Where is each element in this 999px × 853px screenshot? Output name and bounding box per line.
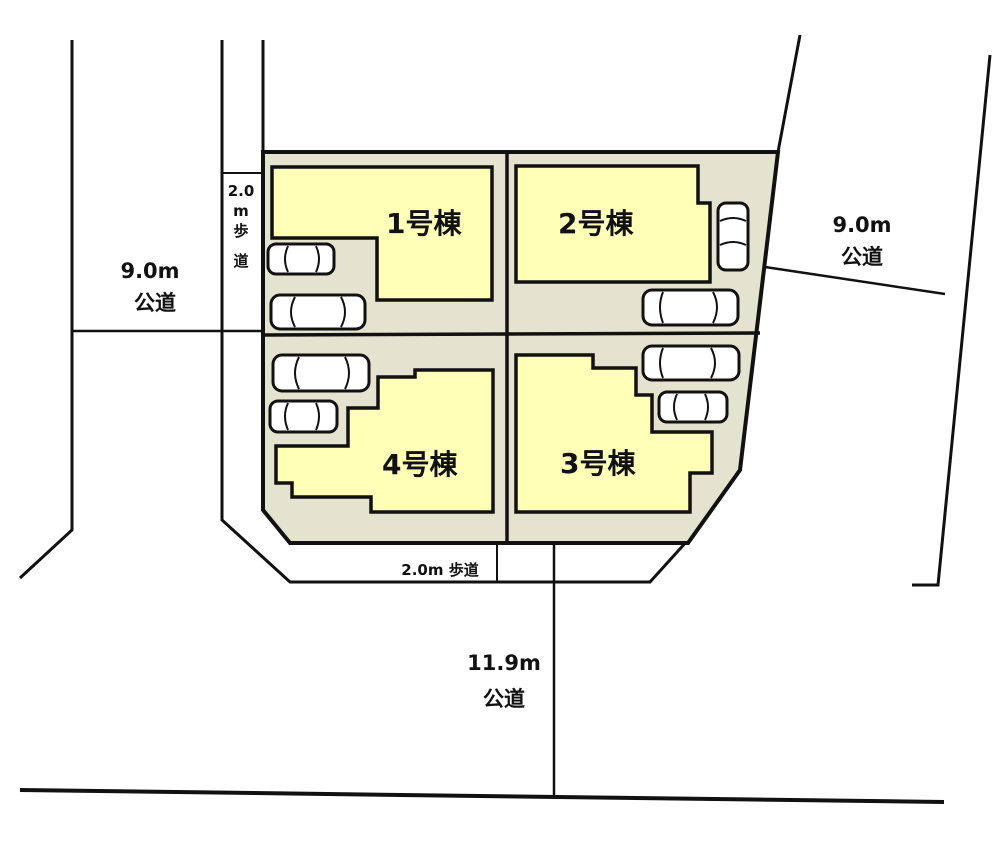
east-lot-edge-extension (776, 34, 802, 153)
car-icon (716, 201, 750, 272)
west-sidewalk-label-line-1: 2.0 (228, 182, 255, 200)
car-icon (657, 390, 729, 424)
house-2[interactable]: 2号棟 (514, 164, 712, 284)
car-icon (271, 353, 371, 393)
lot-divider-horizontal (262, 331, 761, 337)
west-sidewalk-label-line-3: 歩 (233, 222, 248, 240)
west-sidewalk-label-line-4: 道 (233, 252, 248, 270)
south-road-width: 11.9m (467, 651, 541, 675)
west-road-left-edge (18, 40, 74, 580)
west-road-label: 9.0m 公道 (120, 259, 179, 315)
car-icon (269, 293, 367, 331)
house-3[interactable]: 3号棟 (514, 353, 714, 514)
house-2-footprint (514, 164, 712, 284)
sidewalk-outer-edge (220, 40, 690, 584)
house-3-label: 3号棟 (560, 447, 636, 480)
house-4-label: 4号棟 (382, 448, 458, 481)
house-3-footprint (514, 353, 714, 514)
road-lines (18, 34, 992, 804)
east-road-right-edge (912, 54, 992, 587)
parking (266, 201, 750, 434)
east-road-type: 公道 (841, 245, 883, 269)
east-road-label: 9.0m 公道 (832, 213, 891, 269)
house-1[interactable]: 1号棟 (270, 165, 494, 302)
car-icon (641, 344, 741, 382)
south-road-far-edge (19, 788, 945, 804)
car-icon (268, 399, 339, 434)
west-sidewalk-label-line-2: m (233, 202, 249, 220)
car-icon (266, 242, 336, 276)
house-1-label: 1号棟 (386, 207, 462, 240)
south-sidewalk-label: 2.0m 歩道 (401, 561, 478, 579)
west-sidewalk-label: 2.0 m 歩 道 (228, 182, 255, 270)
south-road-label: 11.9m 公道 (467, 651, 541, 711)
east-road-dimension-line (764, 265, 946, 296)
house-2-label: 2号棟 (558, 207, 634, 240)
house-1-footprint (270, 165, 494, 302)
east-road-width: 9.0m (832, 213, 891, 237)
west-road-type: 公道 (134, 291, 176, 315)
car-icon (641, 288, 740, 327)
house-4[interactable]: 4号棟 (274, 368, 495, 514)
west-road-width: 9.0m (120, 259, 179, 283)
south-road-type: 公道 (483, 687, 525, 711)
house-4-footprint (274, 368, 495, 514)
